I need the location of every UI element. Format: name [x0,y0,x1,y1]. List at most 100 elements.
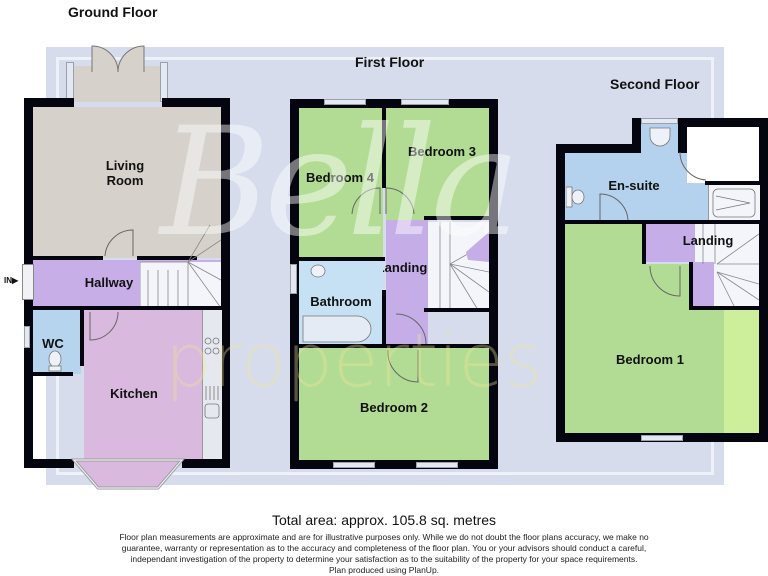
floor-title-first: First Floor [355,54,425,70]
bay-window-icon [70,458,186,490]
wall [80,310,84,366]
room-bedroom-2 [299,348,489,460]
door-swing-icon [679,151,707,181]
room-en-suite [565,153,708,222]
wall [678,118,768,127]
room-label-kitchen: Kitchen [110,386,158,401]
wall [556,144,565,442]
room-landing-first [386,220,428,346]
basin-icon [649,127,671,147]
wall [678,118,687,153]
window [401,99,449,105]
window [24,326,30,348]
sink-icon [204,386,220,419]
watermark-script: Bella [160,96,520,270]
room-label-bedroom-2: Bedroom 2 [360,400,428,415]
room-label-landing-second: Landing [682,233,734,248]
wall [137,256,197,260]
wall [162,98,230,107]
wall [182,459,230,468]
window [333,462,375,468]
hob-icon [204,337,220,355]
disclaimer-line: Floor plan measurements are approximate … [119,532,649,542]
kitchen-worktop [202,310,222,459]
door-swing-icon [649,265,681,297]
wall [24,98,74,107]
room-landing-second [645,224,695,262]
toilet-icon [48,350,62,372]
shower [708,185,760,222]
room-label-hallway: Hallway [84,275,134,290]
floor-title-second: Second Floor [610,76,700,92]
wall [24,459,74,468]
entrance-marker: IN▶ [4,276,19,285]
disclaimer-line: guarantee, warranty or representation as… [121,543,647,553]
room-kitchen-side [33,376,41,459]
toilet-icon [310,264,326,278]
wall [221,98,230,468]
room-label-wc: WC [42,336,64,351]
wall [556,144,636,153]
disclaimer-line: independant investigation of the propert… [130,554,638,564]
staircase-lines-icon [702,224,759,308]
room-label-bedroom-4: Bedroom 4 [306,170,374,185]
wall [33,256,103,260]
room-bedroom-4 [299,108,383,260]
window [641,118,678,124]
wall [632,118,641,153]
front-door[interactable] [22,264,34,300]
door-swing-icon [351,187,415,215]
arrow-right-icon: ▶ [12,276,19,285]
toilet-icon [566,186,585,208]
bath-icon [302,315,372,343]
window [641,435,683,441]
room-label-landing-first: Landing [376,260,428,275]
bay-window-left [66,62,74,102]
wall [382,108,386,188]
total-area: Total area: approx. 105.8 sq. metres [271,512,497,528]
cupboard [687,127,759,183]
door-swing-icon [387,349,419,383]
door-swing-icon [89,311,119,341]
room-bedroom-1 [565,224,642,433]
staircase-lines-icon [140,224,221,308]
wall [705,181,761,185]
disclaimer: Floor plan measurements are approximate … [100,532,668,576]
wall [290,460,498,469]
room-label-en-suite: En-suite [608,178,660,193]
room-label-living-room: Living Room [105,158,145,188]
wall [33,306,221,310]
door-swing-icon [599,193,629,221]
wall [33,372,73,376]
staircase [140,262,221,308]
wall [290,99,498,108]
staircase-lines-icon [439,222,489,310]
room-label-bathroom: Bathroom [310,294,372,309]
door-swing-icon [104,229,134,257]
door-swing-icon [395,313,427,345]
wall [689,262,693,310]
floor-title-ground: Ground Floor [68,4,158,20]
room-bedroom-1-strip [724,310,759,433]
wall [424,308,489,312]
wall [489,99,498,469]
french-doors-icon [91,45,145,73]
room-kitchen [84,310,202,459]
wall [299,257,385,261]
watermark-sub: properties [165,318,543,404]
wall [642,222,646,264]
wall [382,290,386,346]
wall [565,220,760,224]
wall [759,118,768,442]
room-label-bedroom-1: Bedroom 1 [616,352,684,367]
room-label-bedroom-3: Bedroom 3 [408,144,476,159]
room-bedroom-3 [386,108,489,220]
window [324,99,366,105]
room-living-room [33,107,221,258]
wall [689,306,761,310]
window [416,462,458,468]
window [290,264,297,294]
wall [424,216,489,220]
shower-tray-icon [712,188,756,218]
room-landing-second-lower [692,262,714,308]
